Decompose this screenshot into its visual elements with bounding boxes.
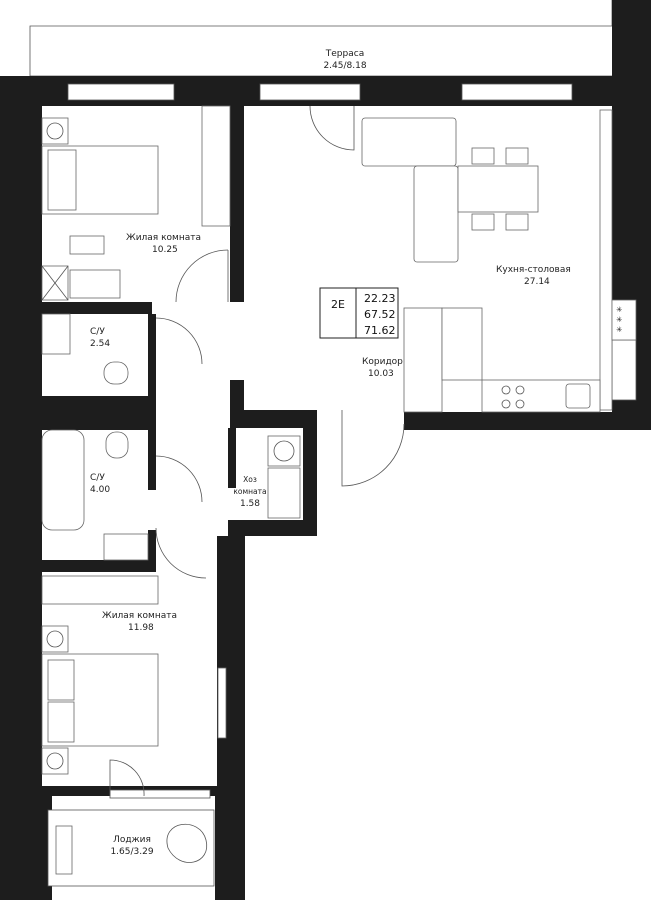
bath1-name: С/У: [90, 327, 105, 337]
svg-text:✳: ✳: [616, 315, 622, 324]
terrace: [29, 0, 613, 77]
utility-name-line1: Хоз: [243, 475, 257, 484]
reduced-area: 71.62: [364, 324, 396, 337]
terrace-name: Терраса: [325, 49, 364, 59]
terrace-area: 2.45/8.18: [323, 61, 366, 71]
doors: [109, 105, 405, 797]
bedroom1-furniture: [41, 105, 231, 301]
kitchen-name: Кухня-столовая: [496, 265, 571, 275]
apartment-summary: 2Е 22.23 67.52 71.62: [319, 287, 399, 339]
kitchen-furniture: ✳ ✳ ✳: [361, 109, 637, 413]
bedroom1-name: Жилая комната: [126, 233, 201, 243]
loggia-area: 1.65/3.29: [110, 847, 153, 857]
bedroom2-name: Жилая комната: [102, 611, 177, 621]
bath2-name: С/У: [90, 473, 105, 483]
corridor-area: 10.03: [368, 369, 394, 379]
apartment-type: 2Е: [331, 298, 345, 311]
bedroom2-area: 11.98: [128, 623, 154, 633]
bath-furniture: [41, 313, 301, 561]
corridor-name: Коридор: [362, 357, 403, 367]
bedroom1-area: 10.25: [152, 245, 178, 255]
utility-area: 1.58: [240, 499, 260, 509]
loggia-furniture: [55, 823, 208, 875]
bath2-area: 4.00: [90, 485, 110, 495]
loggia-name: Лоджия: [113, 835, 151, 845]
living-area: 22.23: [364, 292, 396, 305]
svg-text:✳: ✳: [616, 305, 622, 314]
svg-text:✳: ✳: [616, 325, 622, 334]
kitchen-area: 27.14: [524, 277, 550, 287]
utility-name-line2: комната: [233, 487, 266, 496]
total-area: 67.52: [364, 308, 396, 321]
bedroom2-furniture: [41, 575, 227, 775]
bath1-area: 2.54: [90, 339, 110, 349]
